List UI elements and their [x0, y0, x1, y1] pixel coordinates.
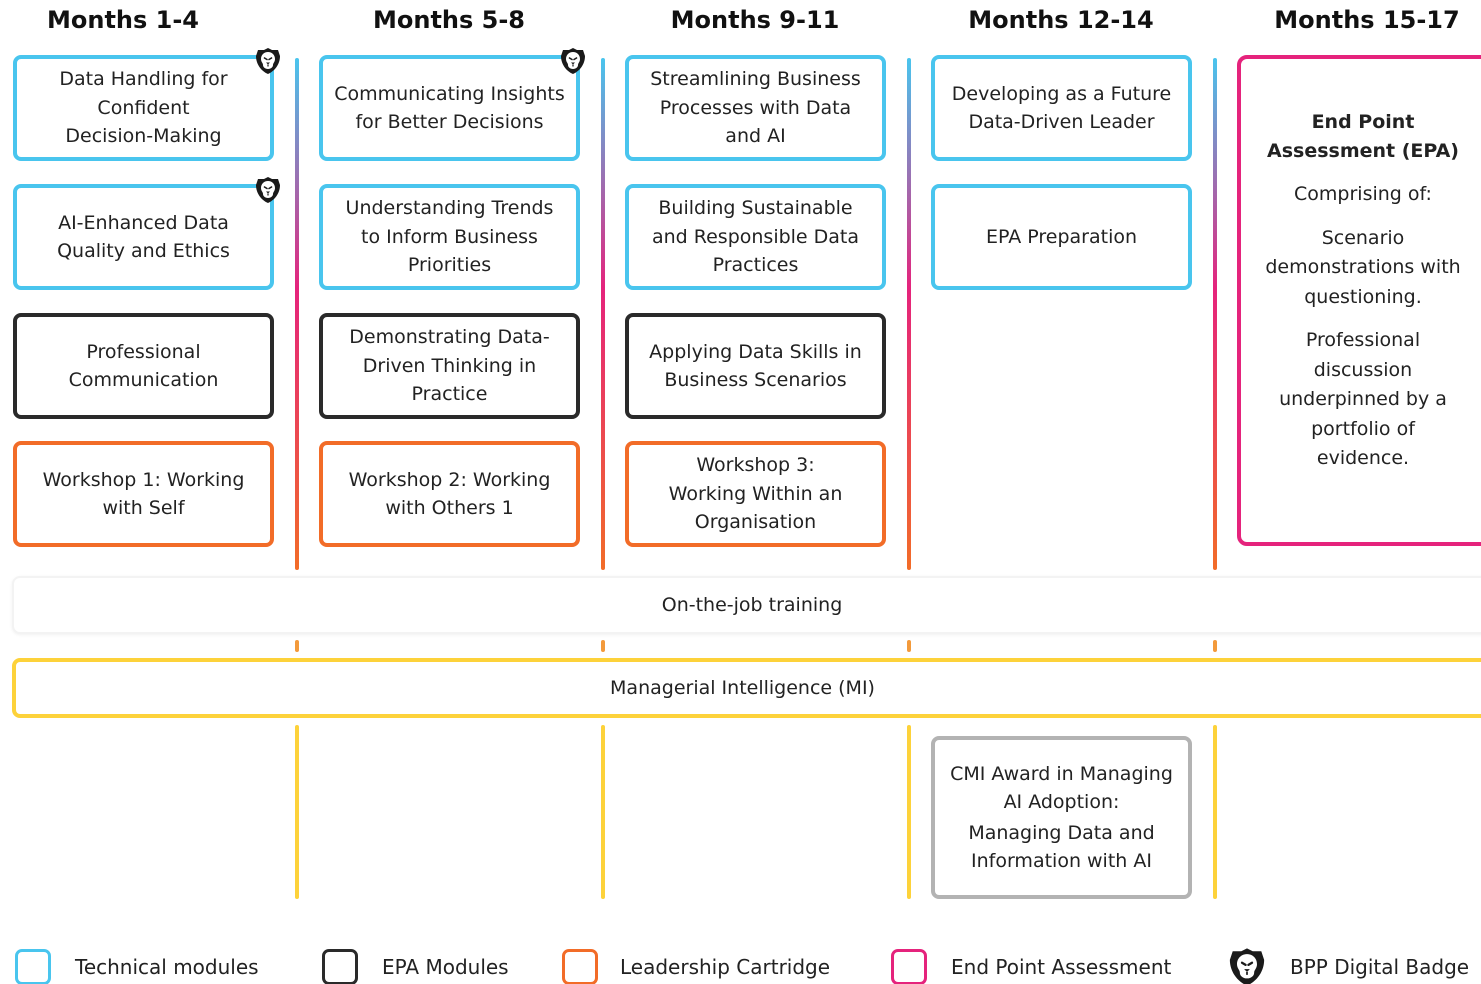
legend-swatch-leadership	[562, 949, 598, 984]
column-divider	[1213, 58, 1217, 570]
module-workshop-1: Workshop 1: Working with Self	[13, 441, 274, 547]
column-heading-months-5-8: Months 5-8	[372, 6, 525, 34]
legend-end-point-assessment: End Point Assessment	[891, 949, 1171, 984]
bpp-digital-badge-icon	[255, 176, 281, 204]
column-heading-months-12-14: Months 12-14	[968, 6, 1154, 34]
module-label: Understanding Trends to Inform Business …	[345, 197, 554, 277]
column-divider-lower	[1213, 725, 1217, 899]
column-heading-months-15-17: Months 15-17	[1274, 6, 1460, 34]
module-label: Workshop 1: Working with Self	[42, 468, 245, 520]
legend-technical-modules: Technical modules	[15, 949, 259, 984]
column-divider-tick	[1213, 640, 1217, 652]
column-divider-tick	[907, 640, 911, 652]
epa-item-professional-discussion: Professional discussion underpinned by a…	[1279, 329, 1447, 469]
lion-shield-icon	[1228, 947, 1266, 984]
module-label: EPA Preparation	[985, 225, 1138, 248]
module-communicating-insights: Communicating Insights for Better Decisi…	[319, 55, 580, 161]
legend-label: EPA Modules	[382, 955, 509, 979]
column-divider	[601, 58, 605, 570]
legend-swatch-technical	[15, 949, 51, 984]
cmi-award-line1: CMI Award in Managing AI Adoption:	[950, 762, 1173, 814]
legend-epa-modules: EPA Modules	[322, 949, 509, 984]
legend-bpp-digital-badge: BPP Digital Badge	[1228, 949, 1469, 984]
module-applying-data-skills: Applying Data Skills in Business Scenari…	[625, 313, 886, 419]
module-label: Developing as a Future Data-Driven Leade…	[951, 82, 1172, 134]
on-the-job-training-band: On-the-job training	[12, 576, 1481, 634]
module-label: Applying Data Skills in Business Scenari…	[649, 340, 862, 392]
module-workshop-3: Workshop 3: Working Within an Organisati…	[625, 441, 886, 547]
module-streamlining-business-processes: Streamlining Business Processes with Dat…	[625, 55, 886, 161]
end-point-assessment-box: End Point Assessment (EPA) Comprising of…	[1237, 55, 1481, 546]
on-the-job-label: On-the-job training	[661, 594, 843, 616]
bpp-digital-badge-icon	[255, 47, 281, 75]
module-sustainable-data-practices: Building Sustainable and Responsible Dat…	[625, 184, 886, 290]
module-label: Building Sustainable and Responsible Dat…	[651, 197, 860, 277]
column-divider-lower	[601, 725, 605, 899]
module-label: Communicating Insights for Better Decisi…	[334, 82, 565, 134]
column-divider-tick	[295, 640, 299, 652]
module-label: AI-Enhanced Data Quality and Ethics	[57, 211, 230, 263]
module-understanding-trends: Understanding Trends to Inform Business …	[319, 184, 580, 290]
legend-leadership-cartridge: Leadership Cartridge	[562, 949, 830, 984]
module-label: Workshop 3: Working Within an Organisati…	[668, 454, 843, 534]
module-future-data-driven-leader: Developing as a Future Data-Driven Leade…	[931, 55, 1192, 161]
legend-label: Technical modules	[75, 955, 259, 979]
module-label: Demonstrating Data-Driven Thinking in Pr…	[349, 326, 550, 406]
bpp-digital-badge-icon	[560, 47, 586, 75]
cmi-award-box: CMI Award in Managing AI Adoption: Manag…	[931, 736, 1192, 899]
column-divider	[295, 58, 299, 570]
module-label: Workshop 2: Working with Others 1	[348, 468, 551, 520]
legend-swatch-epa	[322, 949, 358, 984]
module-professional-communication: Professional Communication	[13, 313, 274, 419]
cmi-award-line2: Managing Data and Information with AI	[968, 821, 1155, 873]
column-divider	[907, 58, 911, 570]
managerial-intelligence-label: Managerial Intelligence (MI)	[610, 677, 875, 699]
module-label: Professional Communication	[68, 340, 219, 392]
epa-title: End Point Assessment (EPA)	[1267, 110, 1459, 163]
module-epa-preparation: EPA Preparation	[931, 184, 1192, 290]
column-heading-months-9-11: Months 9-11	[670, 6, 840, 34]
legend-label: Leadership Cartridge	[620, 955, 831, 979]
module-ai-enhanced-data-quality: AI-Enhanced Data Quality and Ethics	[13, 184, 274, 290]
column-divider-lower	[907, 725, 911, 899]
column-divider-lower	[295, 725, 299, 899]
legend-label: End Point Assessment	[951, 955, 1172, 979]
column-divider-tick	[601, 640, 605, 652]
module-label: Streamlining Business Processes with Dat…	[650, 68, 861, 148]
managerial-intelligence-band: Managerial Intelligence (MI)	[12, 658, 1481, 718]
legend-swatch-end-point	[891, 949, 927, 984]
module-data-handling: Data Handling for Confident Decision-Mak…	[13, 55, 274, 161]
module-demonstrating-data-driven-thinking: Demonstrating Data-Driven Thinking in Pr…	[319, 313, 580, 419]
epa-comprising: Comprising of:	[1294, 183, 1432, 206]
epa-item-scenario: Scenario demonstrations with questioning…	[1265, 226, 1461, 308]
module-label: Data Handling for Confident Decision-Mak…	[59, 68, 228, 148]
legend-label: BPP Digital Badge	[1290, 955, 1470, 979]
column-heading-months-1-4: Months 1-4	[46, 6, 199, 34]
module-workshop-2: Workshop 2: Working with Others 1	[319, 441, 580, 547]
